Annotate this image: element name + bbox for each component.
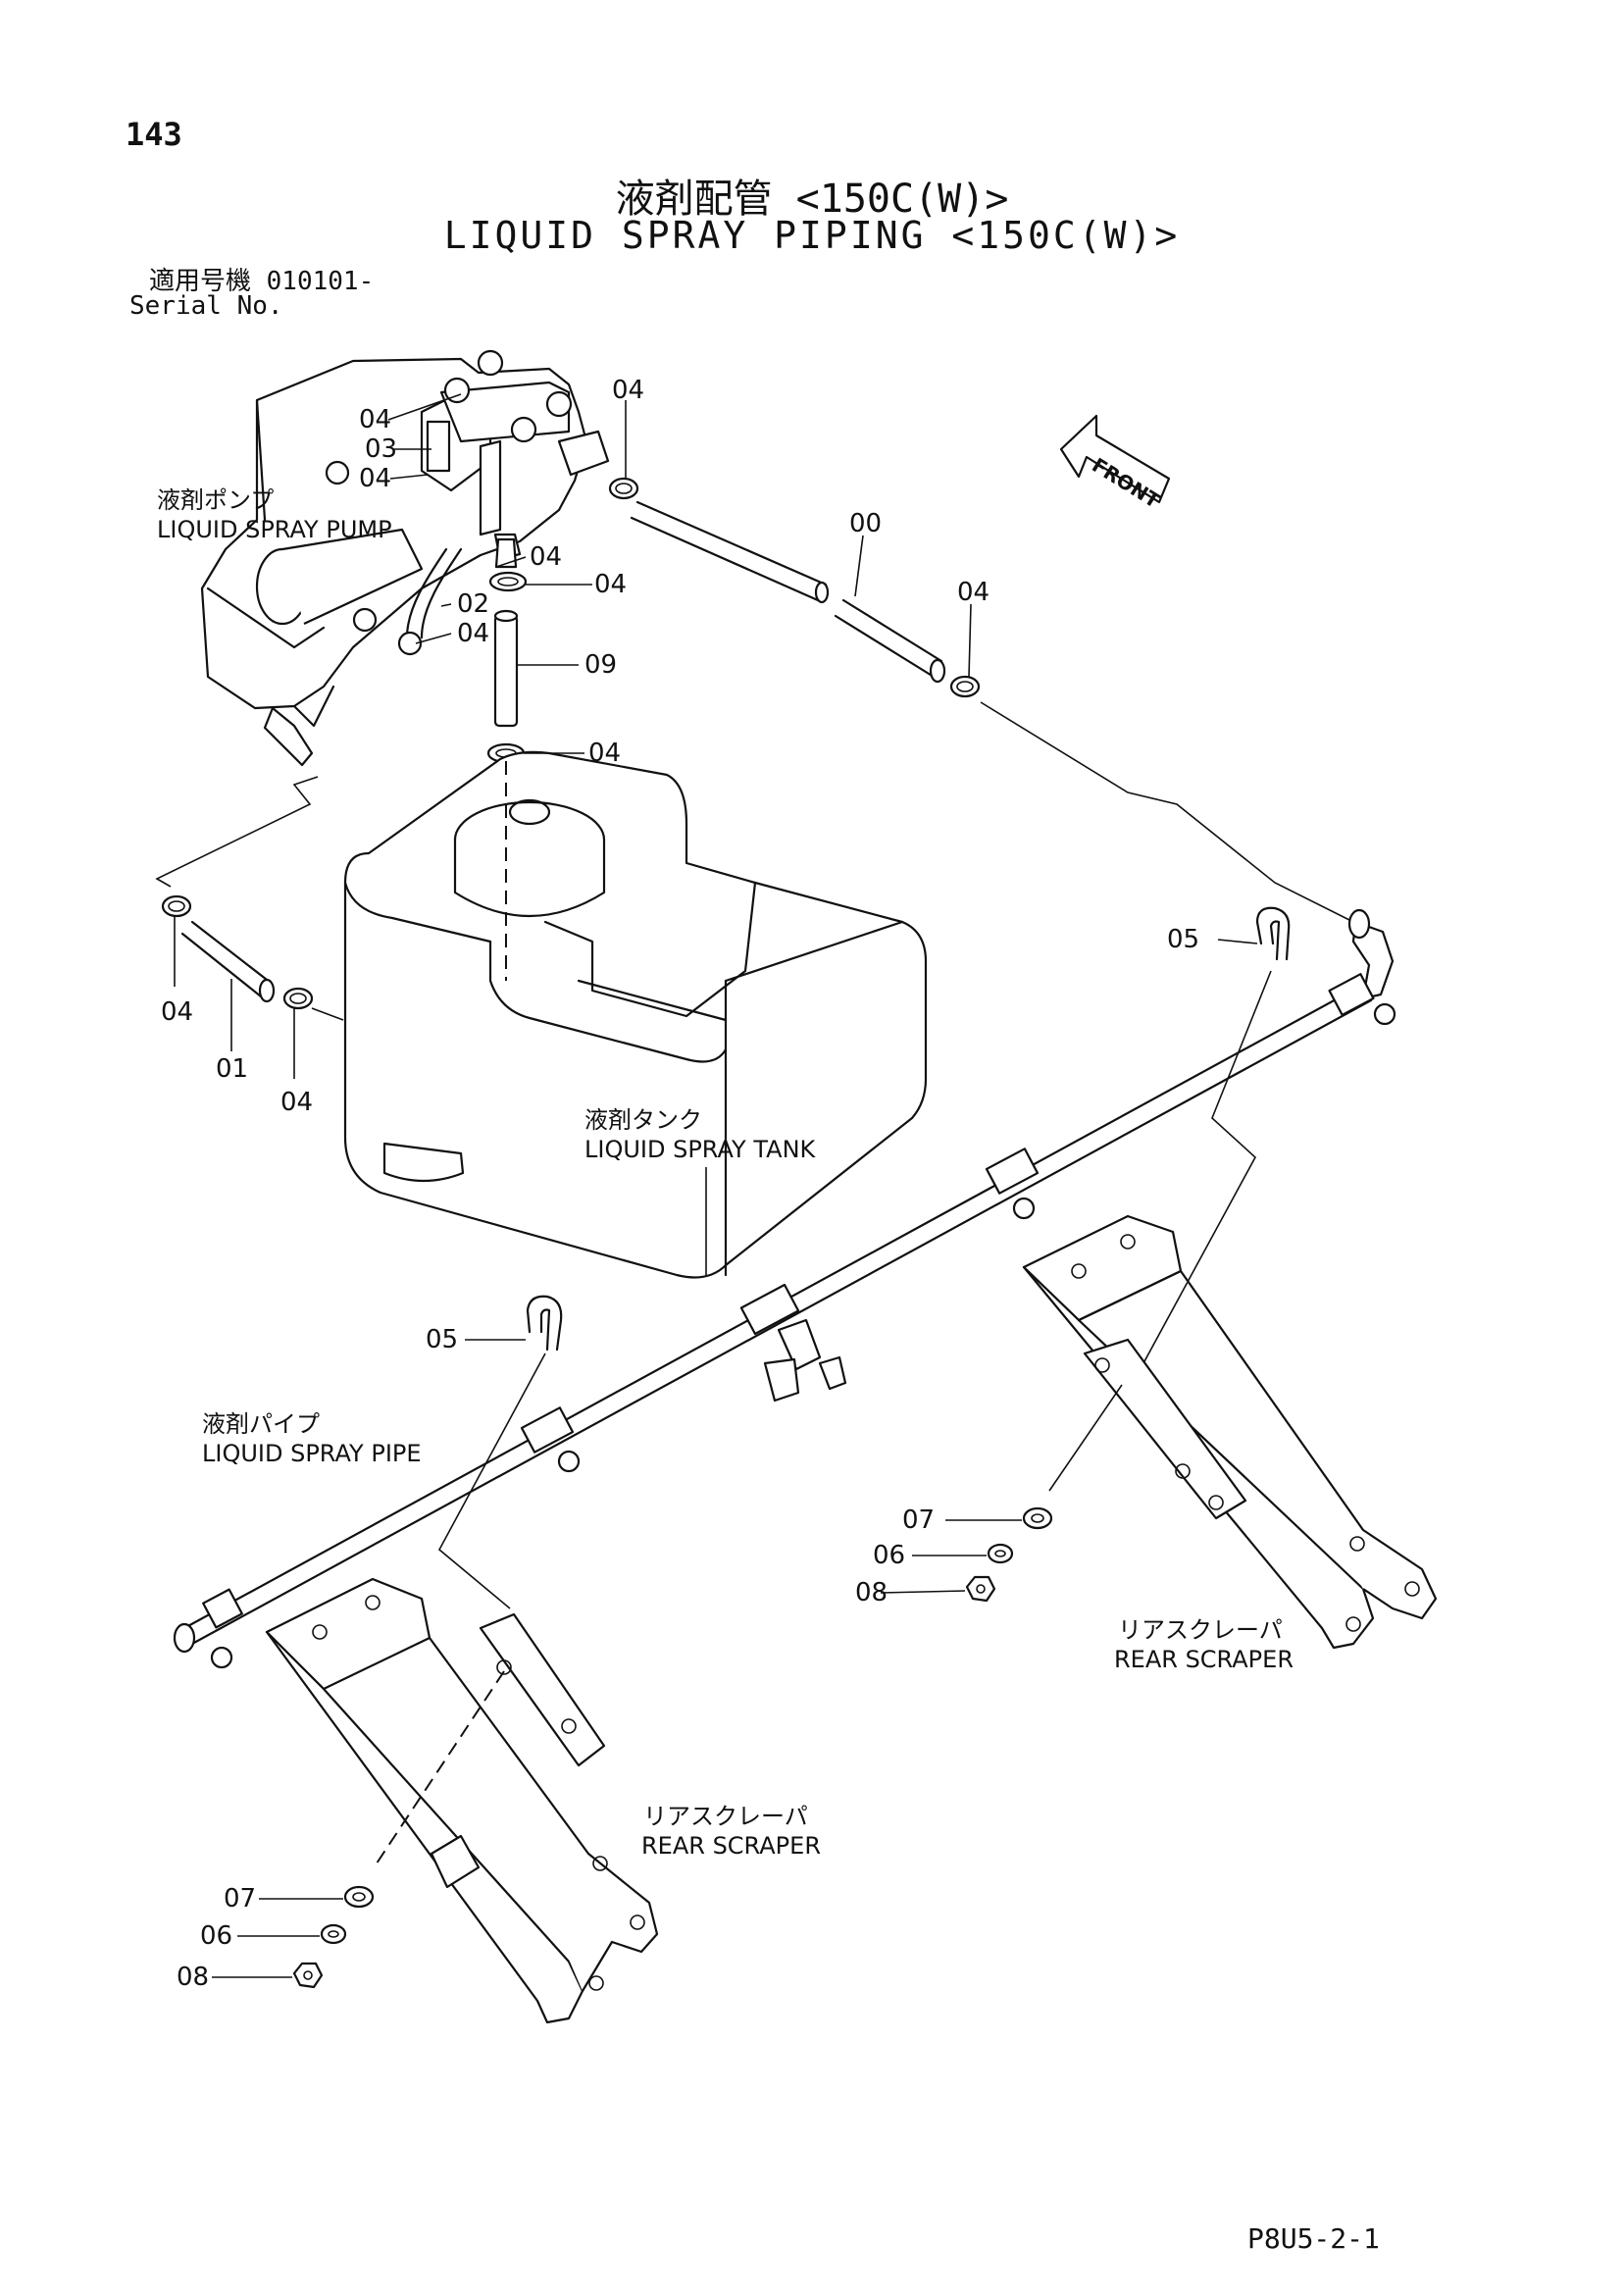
label-scraper-left-jp: リアスクレーパ <box>643 1803 808 1830</box>
callout-04-hose-start: 04 <box>612 376 644 405</box>
callout-02: 02 <box>457 589 489 619</box>
pump-outlet-nozzle <box>494 537 518 569</box>
label-pipe-jp: 液剤パイプ <box>202 1410 320 1438</box>
callout-01: 01 <box>216 1054 248 1084</box>
label-pump-jp: 液剤ポンプ <box>157 486 274 514</box>
leader-ubolt-right <box>1131 970 1272 1386</box>
spring-washer-06-right <box>987 1543 1014 1564</box>
page-number: 143 <box>126 116 182 153</box>
hose-01 <box>180 920 276 1003</box>
callout-07-left: 07 <box>224 1884 256 1913</box>
leader-pump-to-hose01 <box>155 776 319 888</box>
leader-hose01-to-tank <box>311 1007 344 1021</box>
callout-07-right: 07 <box>902 1505 935 1535</box>
figure-code: P8U5-2-1 <box>1247 2222 1380 2255</box>
callout-04-left-top: 04 <box>161 997 193 1027</box>
label-pipe-en: LIQUID SPRAY PIPE <box>202 1440 422 1467</box>
leader-scraper-right-hole <box>1048 1384 1123 1492</box>
spring-washer-06-left <box>320 1923 347 1945</box>
label-scraper-right-jp: リアスクレーパ <box>1118 1616 1283 1644</box>
u-bolt-05-left <box>526 1295 563 1352</box>
callout-05-left: 05 <box>426 1325 458 1354</box>
liquid-spray-pump <box>200 349 610 767</box>
callout-04-tank: 04 <box>588 739 621 768</box>
callout-06-right: 06 <box>873 1541 905 1570</box>
callout-00: 00 <box>849 509 882 538</box>
callout-04-pump-outlet: 04 <box>530 542 562 572</box>
label-scraper-left-en: REAR SCRAPER <box>641 1832 821 1860</box>
liquid-spray-tank <box>343 750 928 1279</box>
callout-08-left: 08 <box>177 1963 209 1992</box>
leader-hose00-to-pipe <box>980 701 1354 923</box>
callout-04-left-bottom: 04 <box>280 1088 313 1117</box>
clamp-04-hose-end <box>949 675 981 698</box>
callout-04-pump-top: 04 <box>359 405 391 434</box>
label-scraper-right-en: REAR SCRAPER <box>1114 1646 1294 1673</box>
clamp-04-left-top <box>161 894 192 918</box>
callout-leaders <box>174 393 1258 1978</box>
serial-label-english: Serial No. <box>129 291 283 321</box>
nut-08-right <box>965 1575 996 1603</box>
title-japanese: 液剤配管 <150C(W)> <box>615 177 1009 222</box>
label-tank-en: LIQUID SPRAY TANK <box>584 1136 817 1163</box>
callout-04-hose09-top: 04 <box>594 570 627 599</box>
washer-07-right <box>1022 1506 1053 1530</box>
clamp-04-hose-start <box>608 477 639 500</box>
callout-06-left: 06 <box>200 1921 232 1951</box>
callout-05-right: 05 <box>1167 925 1199 954</box>
nut-08-left <box>292 1962 324 1989</box>
serial-label-japanese: 適用号機 010101- <box>149 267 375 296</box>
leader-scraper-left-hole <box>376 1670 505 1864</box>
callout-04-pump-mid: 04 <box>359 464 391 493</box>
hose-00 <box>630 500 946 684</box>
callout-08-right: 08 <box>855 1578 888 1607</box>
rear-scraper-right <box>1022 1214 1438 1650</box>
callout-09: 09 <box>584 650 617 680</box>
callout-04-hose-end: 04 <box>957 578 990 607</box>
clamp-04-hose09-top <box>488 571 528 592</box>
label-pump-en: LIQUID SPRAY PUMP <box>157 516 392 543</box>
front-arrow-icon: FRONT <box>1059 414 1171 513</box>
callout-03: 03 <box>365 434 397 464</box>
liquid-spray-pipe <box>173 908 1396 1669</box>
title-english: LIQUID SPRAY PIPING <150C(W)> <box>443 214 1181 257</box>
clamp-04-left-bottom <box>282 987 314 1010</box>
callout-04-hose02: 04 <box>457 619 489 648</box>
u-bolt-05-right <box>1255 906 1291 961</box>
rear-scraper-left <box>265 1577 659 2024</box>
label-tank-jp: 液剤タンク <box>584 1106 702 1134</box>
hose-09 <box>493 609 519 728</box>
washer-07-left <box>343 1885 375 1909</box>
leader-ubolt-left <box>437 1352 546 1609</box>
